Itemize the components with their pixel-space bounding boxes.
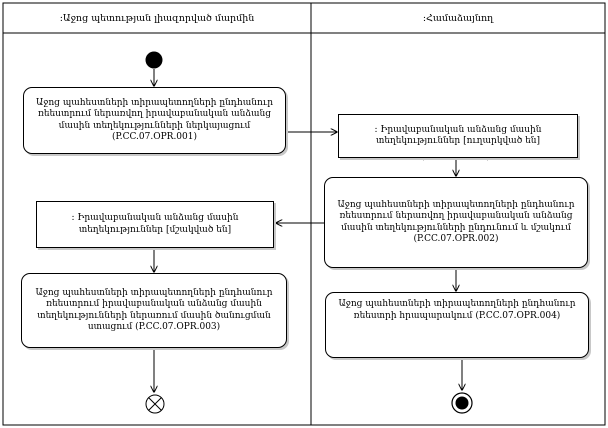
activity-opr004: Աջոց պահեստների տիրապետողների ընդհանուր … [325, 292, 589, 358]
object-info-sent: : Իրավաբանական անձանց մասին տեղեկություն… [338, 114, 578, 158]
activity-final-node [451, 392, 473, 414]
object-link-dash [486, 157, 492, 161]
activity-opr001: Աջոց պահեստների տիրապետողների ընդհանուր … [23, 87, 286, 154]
activity-opr001-text: Աջոց պահեստների տիրապետողների ընդհանուր … [36, 97, 273, 143]
activity-opr003-text: Աջոց պահեստների տիրապետողների ընդհանուր … [35, 287, 273, 333]
activity-opr002-text: Աջոց պահեստների տիրապետողների ընդհանուր … [337, 199, 575, 245]
initial-node [145, 51, 163, 69]
activity-opr004-text: Աջոց պահեստների տիրապետողների ընդհանուր … [338, 299, 576, 321]
object-link-dash [419, 157, 425, 161]
activity-opr002: Աջոց պահեստների տիրապետողների ընդհանուր … [324, 177, 588, 268]
object-info-sent-text: : Իրավաբանական անձանց մասին տեղեկություն… [374, 124, 542, 147]
lane-title-authority: :Աջոց պետության լիազորված մարմին [59, 12, 255, 24]
object-info-processed: : Իրավաբանական անձանց մասին տեղեկություն… [36, 201, 274, 248]
flow-final-node [145, 394, 165, 414]
activity-opr003: Աջոց պահեստների տիրապետողների ընդհանուր … [21, 273, 287, 348]
lane-title-approver: :Համաձայնող [422, 12, 494, 24]
object-info-processed-text: : Իրավաբանական անձանց մասին տեղեկություն… [71, 213, 239, 235]
